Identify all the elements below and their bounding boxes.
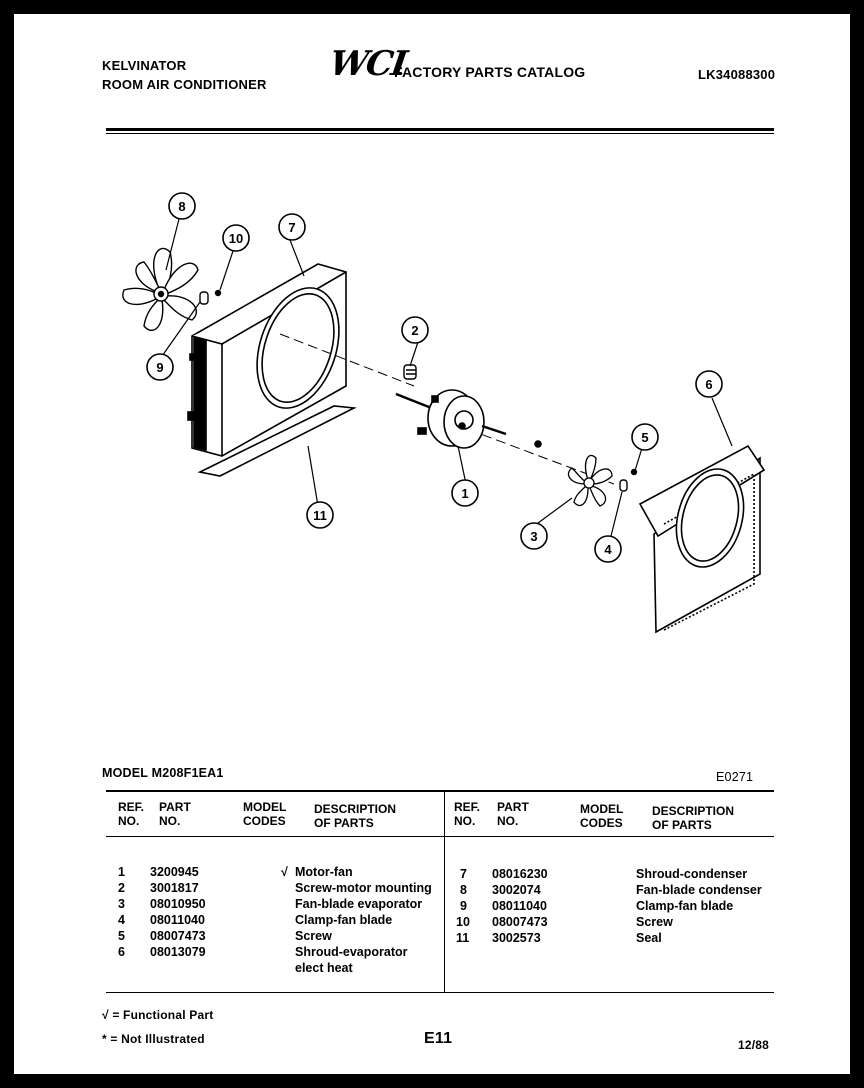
callout-1: 1 [461,486,468,501]
condenser-shroud [187,263,347,457]
revision-date: 12/88 [738,1038,770,1052]
table-top-rule [106,790,774,792]
left-col-ref: REF.NO. [118,800,145,828]
seal-strip [197,405,357,477]
not-illustrated-note: * = Not Illustrated [102,1032,205,1046]
callout-leaders [159,218,733,541]
evaporator-shroud [638,444,766,634]
table-row: 7 08016230 Shroud-condenser [460,867,748,881]
catalog-title: FACTORY PARTS CATALOG [394,64,586,80]
table-row: 3 08010950 Fan-blade evaporator [118,897,423,911]
callout-7: 7 [288,220,295,235]
table-row: 1 3200945 √ Motor-fan [118,865,353,879]
evap-clamp-screw [619,468,638,492]
parts-catalog-page: KELVINATOR ROOM AIR CONDITIONER WCI FACT… [14,14,850,1074]
table-row: 4 08011040 Clamp-fan blade [118,913,393,927]
callout-2: 2 [411,323,418,338]
header-rule-bottom [106,133,774,134]
right-parts-list: 7 08016230 Shroud-condenser 8 3002074 Fa… [14,866,850,956]
condenser-fan-blade [122,247,199,332]
table-row: 11 3002573 Seal [456,931,662,945]
table-row: 2 3001817 Screw-motor mounting [118,881,432,895]
callout-5: 5 [641,430,648,445]
right-col-ref: REF.NO. [454,800,481,828]
table-row: 10 08007473 Screw [456,915,673,929]
table-header-rule [106,836,774,837]
table-row: 8 3002074 Fan-blade condenser [460,883,762,897]
brand-name: KELVINATOR [102,58,187,73]
callout-circles [146,192,723,563]
evaporator-fan-blade [567,454,613,507]
table-row: 9 08011040 Clamp-fan blade [460,899,734,913]
callout-10: 10 [229,231,243,246]
model-code: E0271 [716,770,754,784]
callout-9: 9 [156,360,163,375]
fan-motor [395,389,542,449]
page-number: E11 [424,1030,453,1047]
callout-6: 6 [705,377,712,392]
product-type: ROOM AIR CONDITIONER [102,77,267,92]
table-row: 6 08013079 Shroud-evaporator [118,945,408,959]
table-bottom-rule [106,992,774,993]
catalog-number: LK34088300 [698,67,776,82]
left-parts-list: 1 3200945 √ Motor-fan 2 3001817 Screw-mo… [14,864,850,984]
fan-clamp [199,289,222,305]
header-rule-top [106,128,774,131]
functional-part-note: √ = Functional Part [102,1008,214,1022]
motor-screw [403,364,417,380]
exploded-parts-diagram: 1 2 3 4 5 6 7 8 9 10 11 [122,192,766,634]
callout-11: 11 [313,508,327,523]
table-center-divider [444,790,445,992]
callout-3: 3 [530,529,537,544]
table-row: 5 08007473 Screw [118,929,332,943]
table-row: elect heat [295,961,353,975]
callout-8: 8 [178,199,185,214]
functional-part-mark: √ [281,865,288,879]
model-number: MODEL M208F1EA1 [102,766,224,780]
callout-4: 4 [604,542,612,557]
